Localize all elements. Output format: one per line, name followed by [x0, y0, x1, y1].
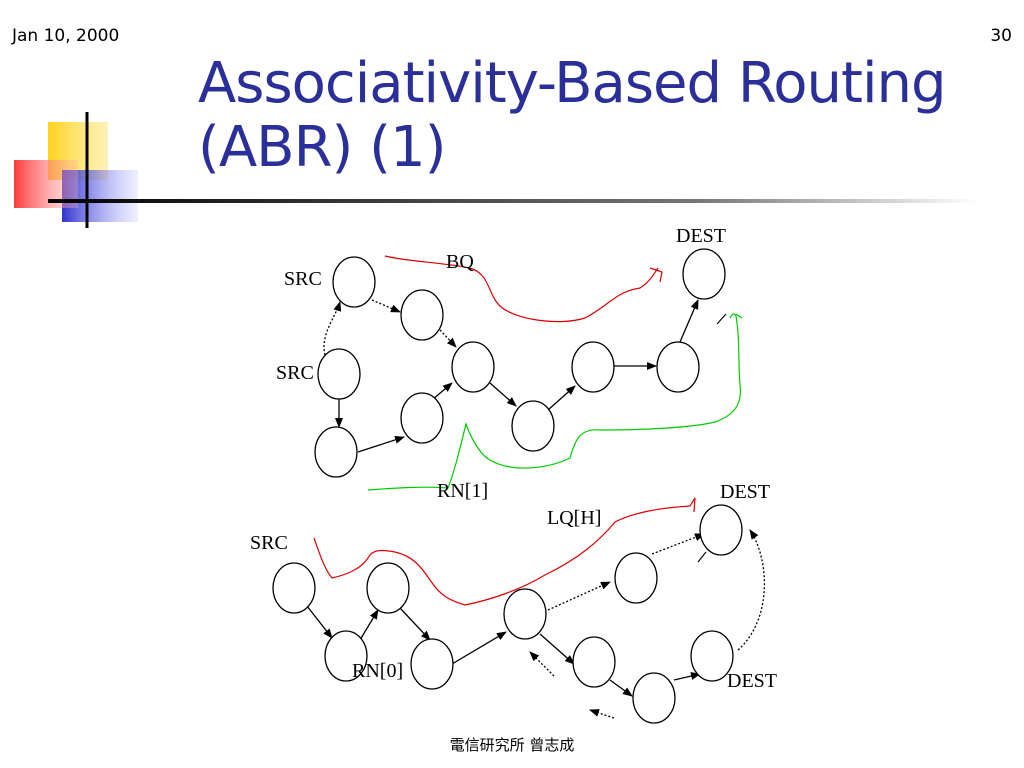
edge [359, 609, 379, 641]
edge [451, 631, 507, 665]
rn1-green-path [367, 313, 743, 491]
node [614, 552, 658, 604]
edge-dotted [323, 301, 342, 356]
node-dest-upper [699, 504, 743, 556]
label-rn0: RN[0] [352, 660, 403, 682]
top-edges [323, 299, 699, 453]
bottom-diagram: DEST LQ[H] SRC RN[0] DEST [250, 481, 777, 724]
node [366, 562, 410, 614]
node [571, 341, 615, 393]
top-dest-tick [716, 313, 727, 325]
label-dest-top: DEST [676, 225, 726, 247]
node [511, 400, 555, 452]
node-src [272, 562, 316, 614]
edge [489, 382, 517, 407]
title-line-2: (ABR) (1) [198, 115, 446, 180]
node-src-upper [332, 256, 376, 308]
node-dest-lower [690, 630, 734, 682]
node [656, 341, 700, 393]
label-src-bottom: SRC [250, 532, 288, 554]
edge [539, 633, 575, 665]
node [314, 426, 358, 478]
node-src-lower [317, 348, 361, 400]
edge [357, 435, 405, 453]
slide-title: Associativity-Based Routing (ABR) (1) [198, 52, 998, 180]
node [451, 341, 495, 393]
label-src-lower: SRC [276, 362, 314, 384]
node [410, 638, 454, 690]
edge-dotted [547, 581, 611, 611]
edge [547, 385, 576, 411]
edge-dotted [737, 529, 765, 651]
title-underline [48, 199, 978, 203]
edge-dotted [371, 299, 401, 313]
node [400, 392, 444, 444]
title-line-1: Associativity-Based Routing [198, 51, 947, 116]
edge-dotted [651, 533, 705, 555]
bottom-nodes [272, 504, 743, 724]
edge-dotted [589, 709, 615, 719]
node [400, 289, 444, 341]
edge-dotted [529, 651, 555, 677]
edge [431, 382, 453, 401]
label-lq: LQ[H] [547, 507, 601, 529]
edge-dotted [439, 329, 457, 348]
bottom-edges [306, 529, 765, 719]
label-dest-upper: DEST [720, 481, 770, 503]
top-nodes [314, 248, 726, 478]
label-dest-lower: DEST [727, 670, 777, 692]
slide-decoration [14, 112, 978, 228]
edge [673, 672, 701, 681]
node [503, 588, 547, 640]
bottom-dest-tick [697, 551, 707, 563]
lq-red-path [313, 497, 696, 606]
node [632, 672, 676, 724]
bq-red-path [384, 255, 663, 323]
label-src-upper: SRC [284, 268, 322, 290]
page-number: 30 [990, 26, 1012, 46]
label-bq: BQ [446, 251, 474, 273]
top-diagram: DEST BQ SRC SRC RN[1] [276, 225, 743, 502]
footer-text: 電信研究所 曾志成 [449, 736, 575, 754]
edge [609, 679, 633, 697]
edge [306, 605, 333, 639]
label-rn1: RN[1] [437, 480, 488, 502]
node-dest [682, 248, 726, 300]
node-rn0 [324, 630, 368, 682]
header-date: Jan 10, 2000 [12, 26, 120, 46]
edge [399, 607, 431, 641]
edge [679, 299, 699, 343]
node [572, 636, 616, 688]
